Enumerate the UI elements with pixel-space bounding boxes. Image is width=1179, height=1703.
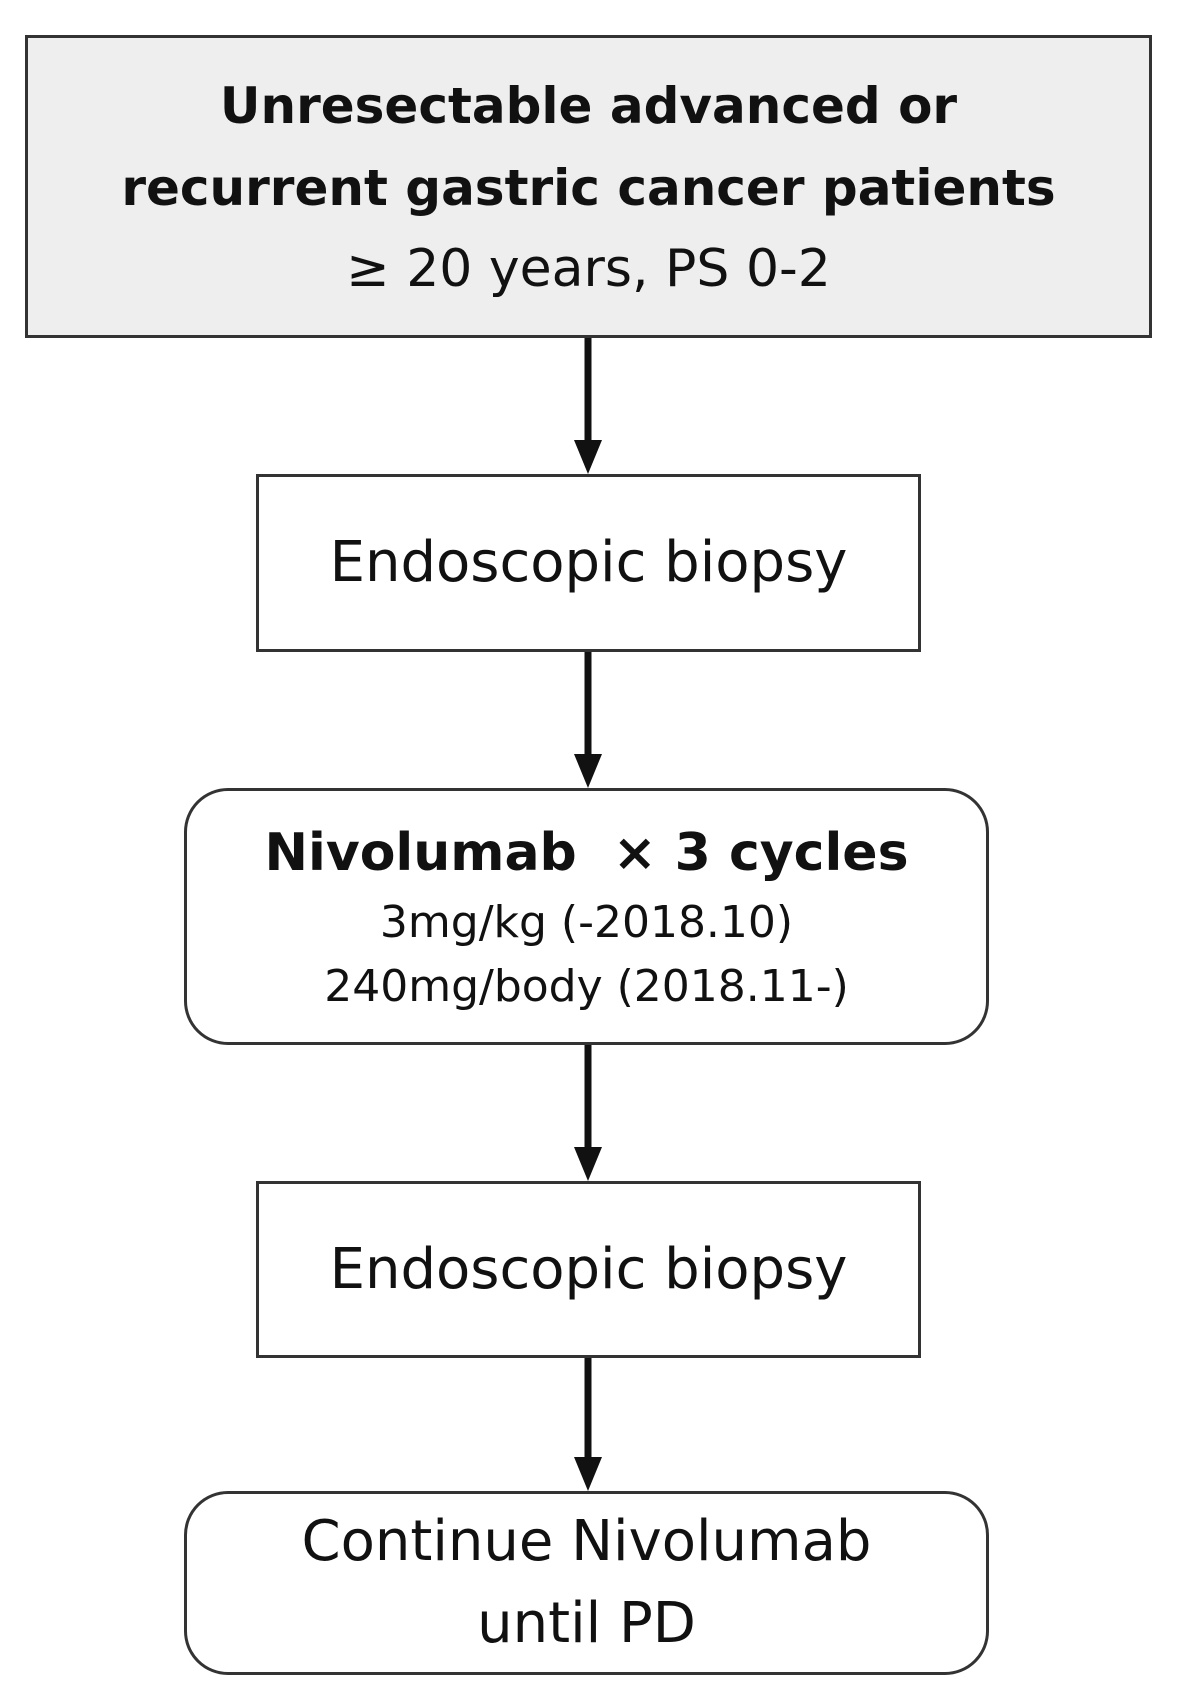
arrow-head-1: [574, 440, 602, 474]
continuation-line2: until PD: [477, 1591, 696, 1656]
second-biopsy-label: Endoscopic biopsy: [329, 1236, 848, 1302]
treatment-dose-line1: 3mg/kg (-2018.10): [379, 896, 794, 948]
eligibility-title-line2: recurrent gastric cancer patients: [121, 158, 1056, 217]
treatment-title: Nivolumab × 3 cycles: [264, 822, 909, 883]
treatment-box: Nivolumab × 3 cycles 3mg/kg (-2018.10) 2…: [184, 788, 989, 1045]
treatment-dose-line2: 240mg/body (2018.11-): [324, 960, 849, 1012]
arrow-head-2: [574, 754, 602, 788]
eligibility-title-line1: Unresectable advanced or: [219, 76, 958, 135]
eligibility-box: Unresectable advanced or recurrent gastr…: [25, 35, 1152, 338]
first-biopsy-box: Endoscopic biopsy: [256, 474, 921, 652]
continuation-line1: Continue Nivolumab: [301, 1509, 872, 1574]
second-biopsy-box: Endoscopic biopsy: [256, 1181, 921, 1358]
continuation-box: Continue Nivolumab until PD: [184, 1491, 989, 1675]
arrow-head-4: [574, 1457, 602, 1491]
first-biopsy-label: Endoscopic biopsy: [329, 530, 848, 595]
arrow-head-3: [574, 1147, 602, 1181]
eligibility-criteria: ≥ 20 years, PS 0-2: [346, 238, 831, 299]
